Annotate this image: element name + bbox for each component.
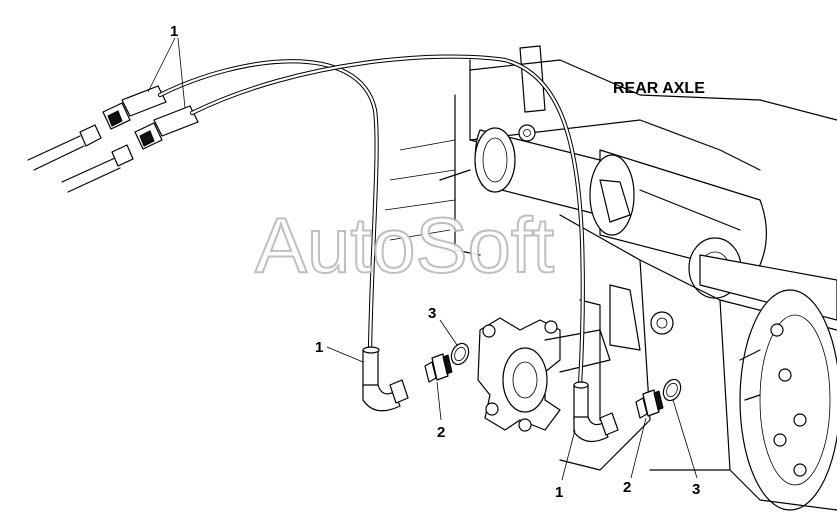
callout-fitting-left: 2 [437,424,445,441]
watermark: AutoSoft [255,201,555,289]
union-fitting-left [424,353,453,383]
callout-oring-left: 3 [428,305,436,322]
callout-fitting-right: 2 [623,479,631,496]
pipe-end-fittings-top-left [27,85,199,193]
drive-yoke-flange [477,317,611,432]
rear-axle-label: REAR AXLE [613,80,705,97]
callout-pipe-top: 1 [170,23,178,40]
elbow-fitting-left [362,346,409,412]
leader-lines [147,37,698,481]
rear-axle-housing [384,45,837,511]
callout-pipe-left: 1 [315,339,323,356]
brake-pipe-right [189,54,585,388]
elbow-fitting-right [573,381,619,443]
callout-oring-right: 3 [692,481,700,498]
callout-pipe-right: 1 [555,484,563,501]
o-ring-left [450,342,470,366]
o-ring-right [662,378,682,402]
brake-pipe-left [157,59,379,353]
union-fitting-right [635,389,664,419]
